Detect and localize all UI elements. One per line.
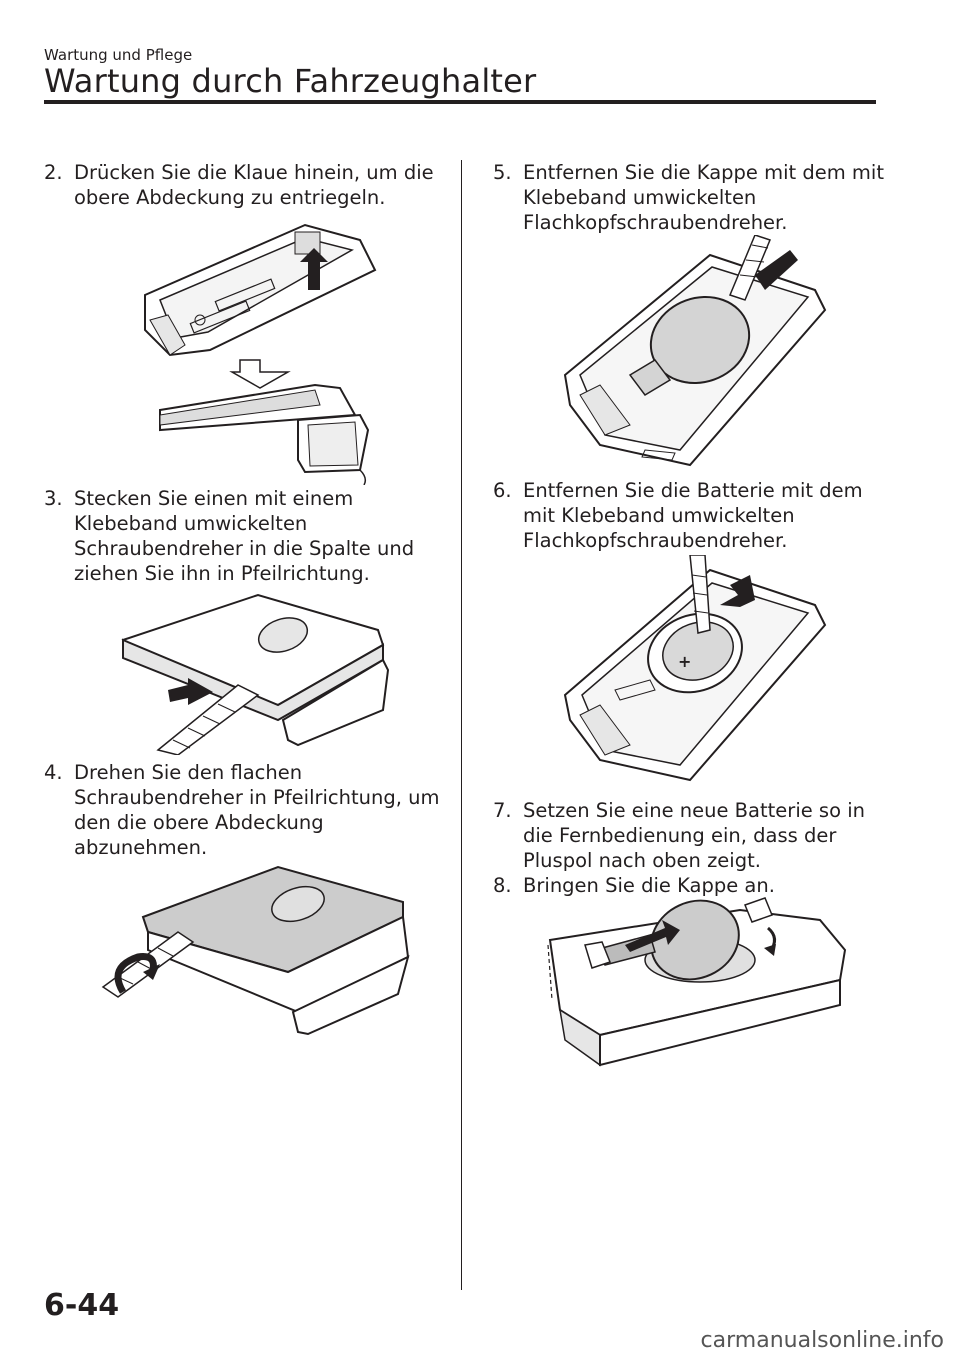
step-text: Bringen Sie die Kappe an.: [523, 874, 775, 897]
step-5: 5. Entfernen Sie die Kappe mit dem mit K…: [493, 160, 893, 235]
step-text: Entfernen Sie die Kappe mit dem mit Kleb…: [523, 161, 884, 234]
step-text: Stecken Sie einen mit einem Klebeband um…: [74, 487, 415, 585]
illustration-remove-cap: [560, 235, 835, 470]
illustration-attach-cap: [540, 890, 850, 1075]
illustration-insert-screwdriver: [118, 590, 393, 755]
step-text: Drehen Sie den flachen Schraubendreher i…: [74, 761, 440, 859]
step-8: 8. Bringen Sie die Kappe an.: [493, 873, 893, 898]
step-number: 4.: [44, 761, 63, 784]
step-number: 5.: [493, 161, 512, 184]
step-4: 4. Drehen Sie den flachen Schraubendrehe…: [44, 760, 444, 860]
header-section-label: Wartung und Pflege: [44, 46, 193, 64]
illustration-rotate-screwdriver: [98, 862, 413, 1042]
page-title: Wartung durch Fahrzeughalter: [44, 62, 537, 100]
step-text: Drücken Sie die Klaue hinein, um die obe…: [74, 161, 434, 209]
plus-pole-symbol: +: [678, 652, 691, 671]
page-number: 6-44: [44, 1288, 120, 1323]
step-number: 6.: [493, 479, 512, 502]
watermark: carmanualsonline.info: [700, 1328, 944, 1353]
column-divider: [461, 160, 462, 1290]
step-number: 2.: [44, 161, 63, 184]
illustration-release-claw: [130, 220, 380, 485]
step-text: Setzen Sie eine neue Batterie so in die …: [523, 799, 865, 872]
header-rule: [44, 100, 876, 104]
step-number: 7.: [493, 799, 512, 822]
step-2: 2. Drücken Sie die Klaue hinein, um die …: [44, 160, 444, 210]
step-6: 6. Entfernen Sie die Batterie mit dem mi…: [493, 478, 893, 553]
step-7: 7. Setzen Sie eine neue Batterie so in d…: [493, 798, 893, 873]
step-number: 3.: [44, 487, 63, 510]
step-text: Entfernen Sie die Batterie mit dem mit K…: [523, 479, 863, 552]
step-3: 3. Stecken Sie einen mit einem Klebeband…: [44, 486, 444, 586]
step-number: 8.: [493, 874, 512, 897]
illustration-remove-battery: +: [560, 555, 835, 785]
